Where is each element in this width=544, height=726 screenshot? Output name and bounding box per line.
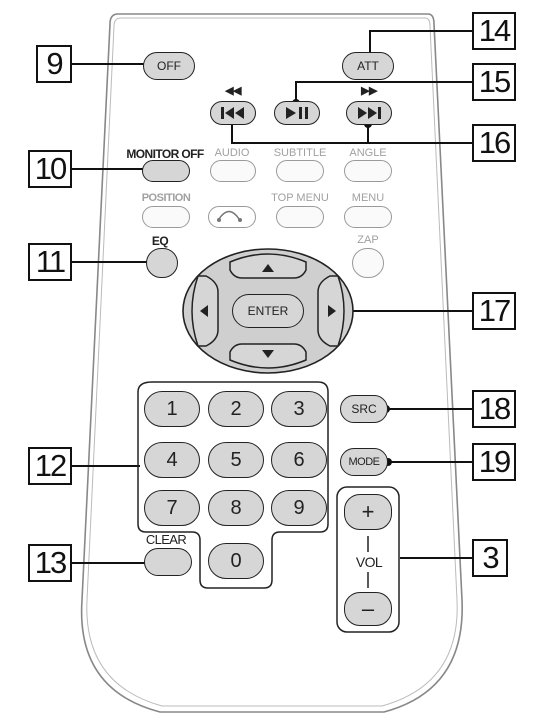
enter-button[interactable]: ENTER [232,294,304,328]
top-menu-button[interactable] [276,206,324,228]
angle-label: ANGLE [349,147,387,159]
number-3-button[interactable]: 3 [271,391,327,427]
position-button[interactable] [142,206,190,228]
vol-group-outline [336,486,400,633]
callout-11: 11 [28,243,72,281]
zap-label: ZAP [357,234,379,246]
callout-19: 19 [472,443,516,481]
number-4-button[interactable]: 4 [144,442,200,478]
prev-label-icon: ◀◀ [225,85,241,97]
angle-button[interactable] [344,160,392,182]
eq-button[interactable] [146,248,178,278]
number-6-button[interactable]: 6 [271,442,327,478]
clear-label: CLEAR [145,532,187,547]
vol-label: VOL [355,554,383,570]
mode-button[interactable]: MODE [340,448,388,476]
off-button[interactable]: OFF [143,52,195,80]
remote-inner-outline [86,17,458,707]
number-0-button[interactable]: 0 [208,543,264,579]
vol-plus-button[interactable]: + [344,494,392,530]
src-button[interactable]: SRC [340,395,388,423]
skip-forward-icon [358,107,381,119]
arrow-left-icon [200,305,208,317]
number-2-button[interactable]: 2 [208,391,264,427]
callout-10: 10 [28,150,72,188]
menu-label: MENU [351,192,385,204]
number-1-button[interactable]: 1 [144,391,200,427]
att-button[interactable]: ATT [342,52,394,80]
eq-label: EQ [151,234,169,248]
callout-13: 13 [28,544,72,582]
return-icon [218,210,240,220]
audio-button[interactable] [210,160,256,182]
callout-9: 9 [36,45,72,83]
number-8-button[interactable]: 8 [208,490,264,526]
vol-minus-button[interactable]: – [344,592,392,626]
menu-button[interactable] [344,206,392,228]
skip-back-icon [221,107,244,119]
monitor-off-label: MONITOR OFF [126,147,204,161]
next-track-button[interactable] [346,101,392,125]
callout-17: 17 [472,292,516,330]
arrow-right-icon [328,305,336,317]
clear-button[interactable] [144,548,192,576]
callout-12: 12 [28,447,72,485]
number-5-button[interactable]: 5 [208,442,264,478]
return-button[interactable] [208,206,256,228]
callout-14: 14 [472,12,516,50]
position-label: POSITION [141,192,191,204]
number-pad-group-outline [137,381,329,589]
number-7-button[interactable]: 7 [144,490,200,526]
subtitle-button[interactable] [276,160,324,182]
callout-16: 16 [472,124,516,162]
play-pause-icon [286,107,308,119]
callout-18: 18 [472,390,516,428]
play-pause-button[interactable] [274,101,320,125]
remote-outline [80,13,463,713]
callout-15: 15 [472,63,516,101]
prev-track-button[interactable] [210,101,256,125]
arrow-down-icon [262,350,274,358]
monitor-off-button[interactable] [142,160,190,182]
callout-3: 3 [472,539,508,577]
arrow-up-icon [262,264,274,272]
next-label-icon: ▶▶ [361,85,377,97]
subtitle-label: SUBTITLE [273,147,327,159]
zap-button[interactable] [352,248,384,278]
audio-label: AUDIO [214,147,250,159]
top-menu-label: TOP MENU [271,192,329,204]
number-9-button[interactable]: 9 [271,490,327,526]
